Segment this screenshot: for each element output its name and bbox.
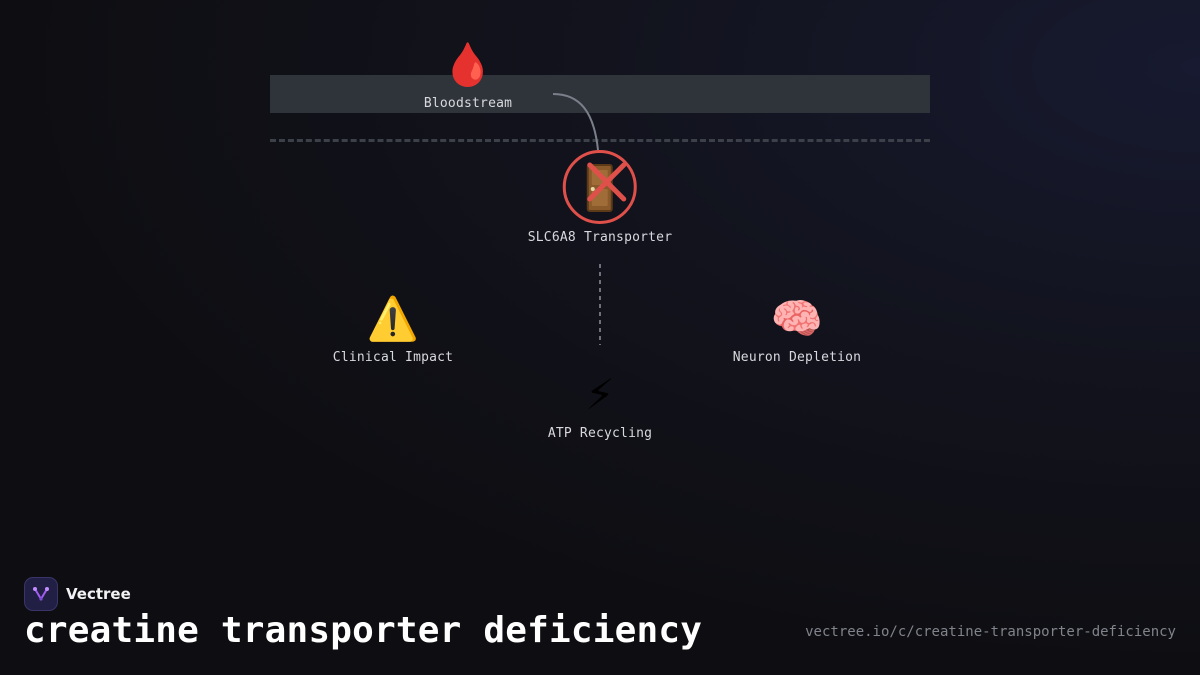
lightning-icon: ⚡	[585, 370, 615, 419]
page-url[interactable]: vectree.io/c/creatine-transporter-defici…	[805, 624, 1176, 640]
membrane-dashed-boundary	[270, 139, 930, 142]
blood-drop-icon: 🩸	[441, 40, 495, 89]
node-neuron-depletion[interactable]: 🧠 Neuron Depletion	[733, 294, 861, 365]
node-label: ATP Recycling	[547, 426, 653, 441]
brand-name: Vectree	[66, 585, 131, 603]
node-label: Neuron Depletion	[732, 350, 862, 365]
page-title: creatine transporter deficiency	[24, 610, 703, 651]
brain-icon: 🧠	[770, 294, 824, 343]
node-label: Clinical Impact	[332, 350, 454, 365]
door-crossed-icon	[586, 162, 627, 212]
node-bloodstream[interactable]: 🩸 Bloodstream	[424, 40, 512, 111]
connector-bloodstream-to-transporter	[552, 93, 599, 151]
brand[interactable]: Vectree	[24, 577, 131, 611]
node-label: Bloodstream	[423, 96, 513, 111]
blocked-ring	[562, 150, 637, 224]
node-atp-recycling[interactable]: ⚡ ATP Recycling	[548, 370, 652, 441]
vectree-logo-icon	[24, 577, 58, 611]
cell-membrane-band	[270, 75, 930, 113]
node-slc6a8-transporter[interactable]: SLC6A8 Transporter	[528, 150, 672, 245]
node-label: SLC6A8 Transporter	[527, 230, 673, 245]
warning-icon: ⚠️	[366, 294, 420, 343]
node-clinical-impact[interactable]: ⚠️ Clinical Impact	[333, 294, 453, 365]
